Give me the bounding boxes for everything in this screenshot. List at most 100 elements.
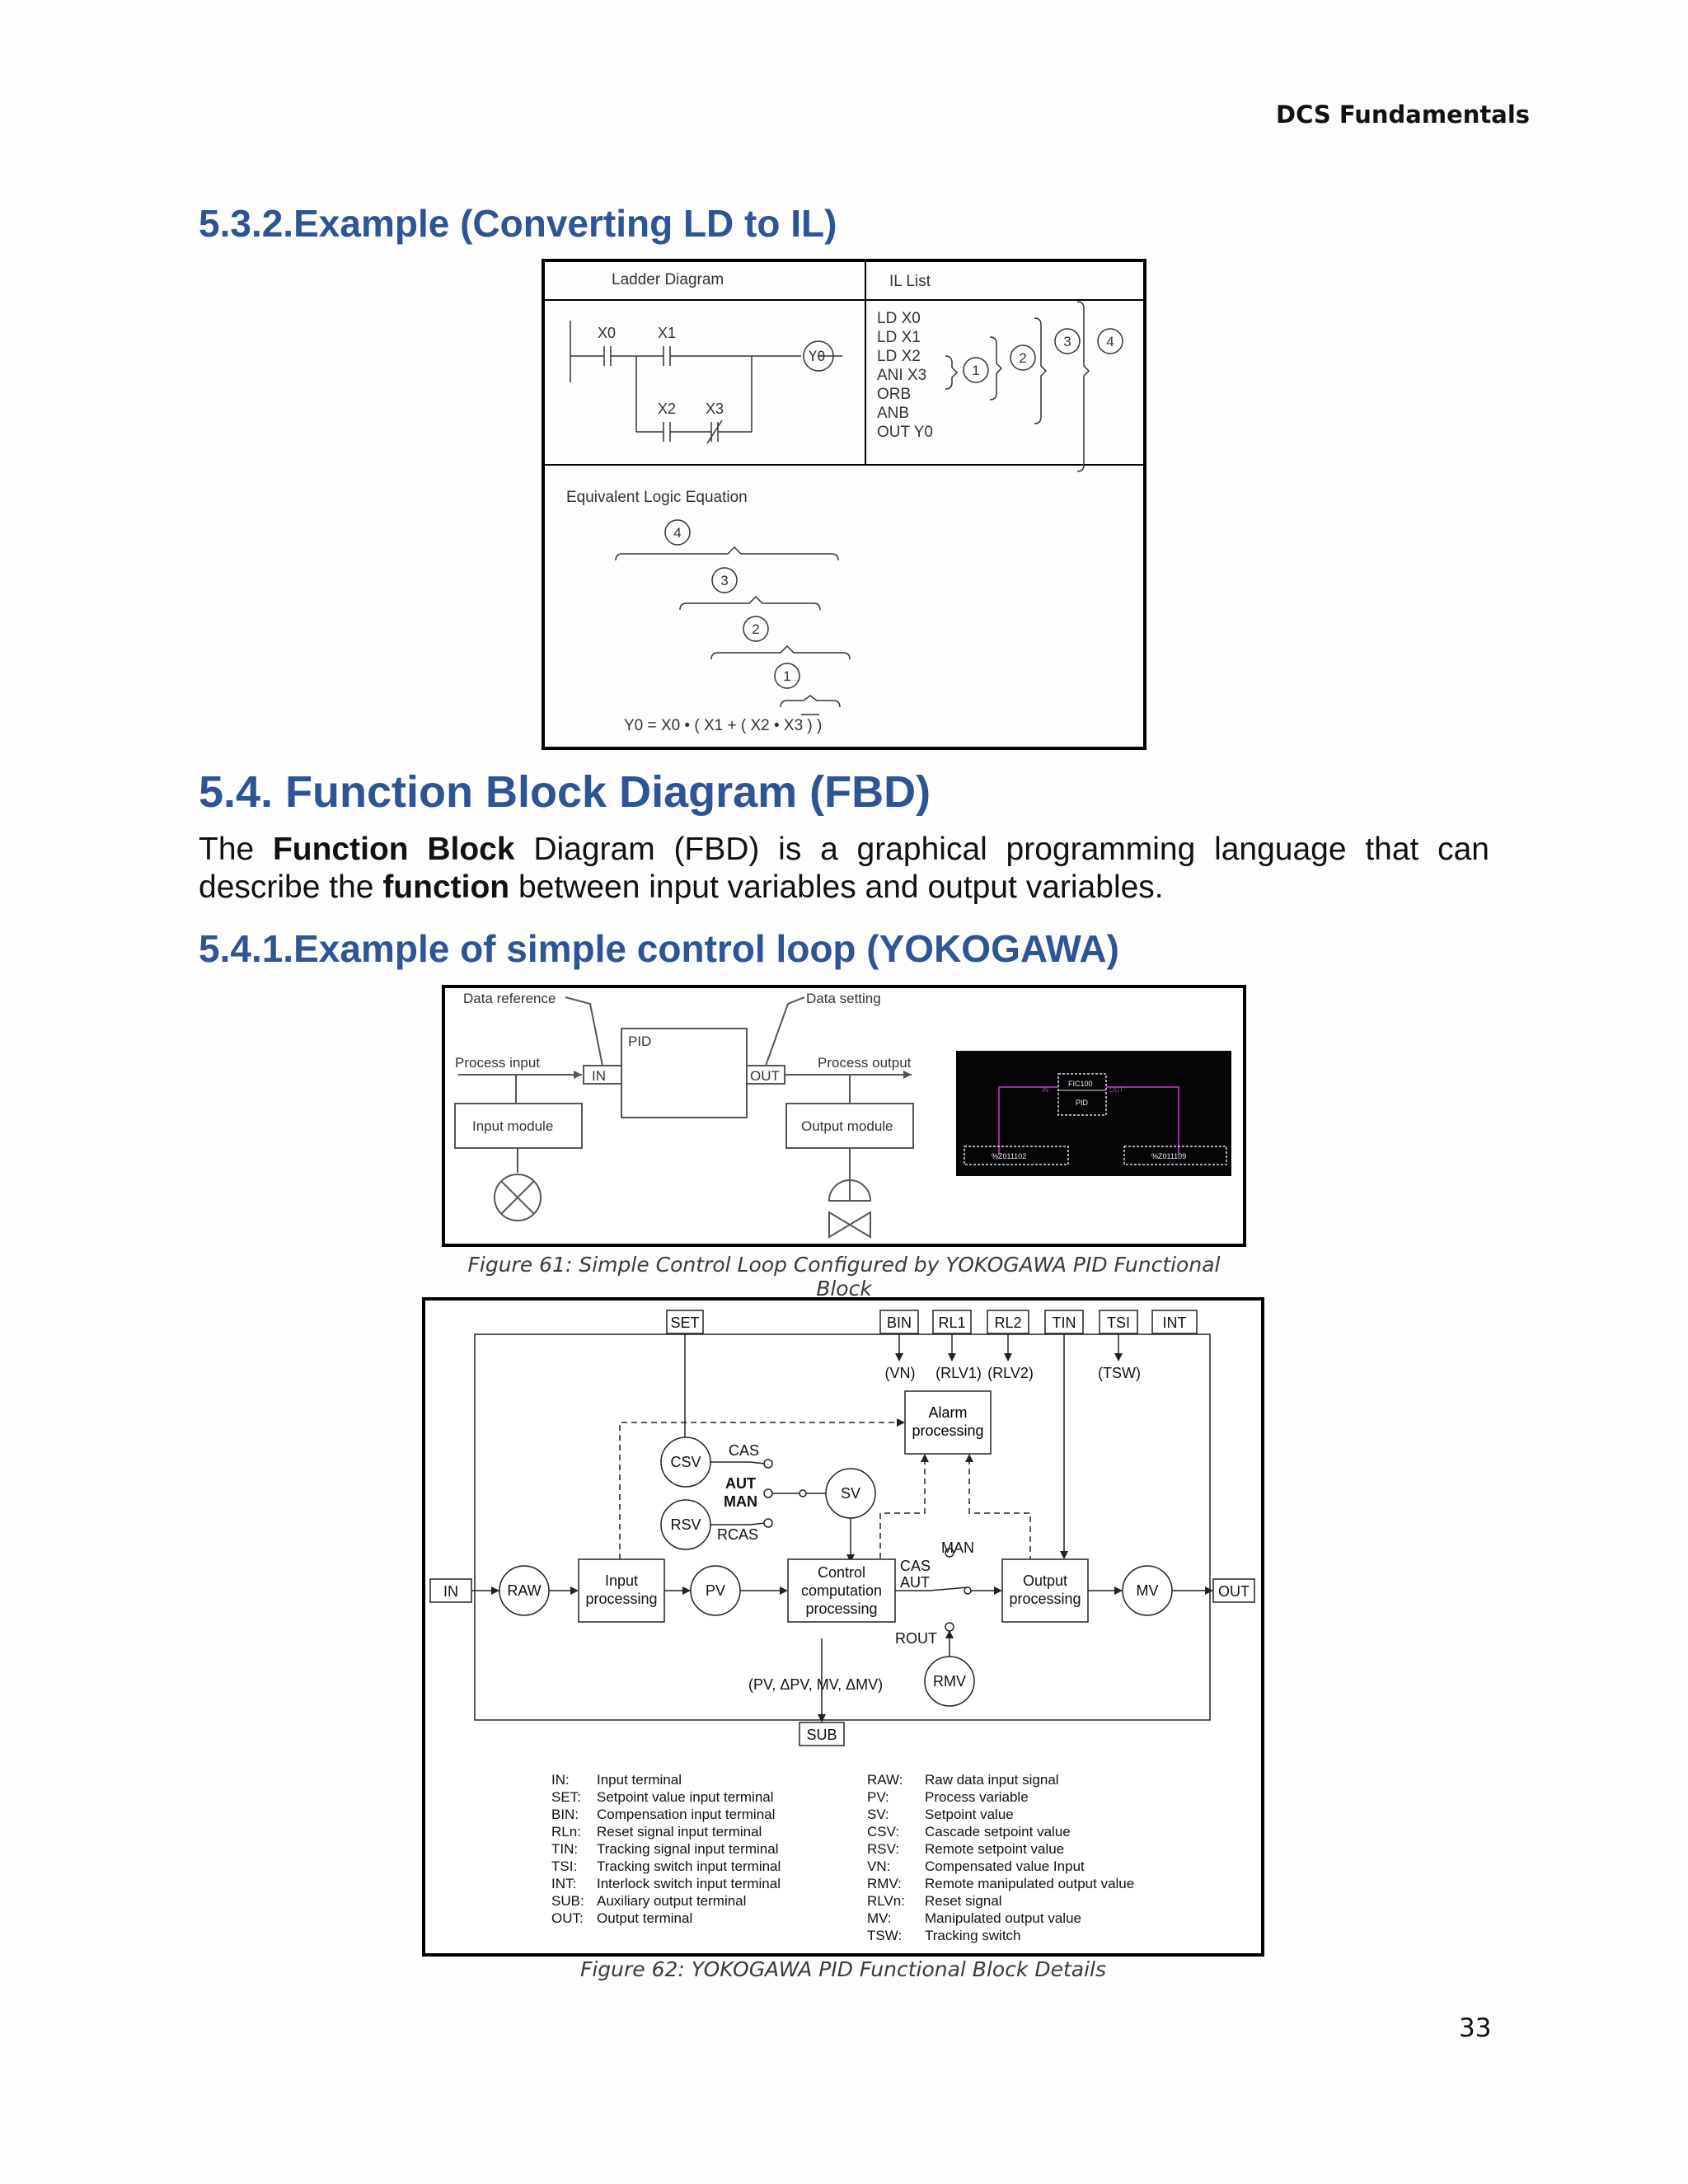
- sv-label: SV: [841, 1485, 860, 1502]
- terminal-bin-label: BIN: [887, 1315, 912, 1331]
- il-line-5: ORB: [877, 386, 911, 403]
- mv-label: MV: [1137, 1582, 1159, 1599]
- terminal-set-label: SET: [670, 1315, 699, 1331]
- control-label-2: computation: [801, 1582, 882, 1599]
- legend-left: IN:Input terminal SET:Setpoint value inp…: [551, 1772, 781, 1926]
- valve-body-symbol: [828, 1211, 871, 1239]
- input-module-label: Input module: [472, 1118, 553, 1134]
- screen-type-label: PID: [1076, 1099, 1089, 1107]
- control-label-3: processing: [805, 1601, 877, 1617]
- legend-left-key: SET:: [551, 1789, 581, 1805]
- switch-cas-label: CAS: [729, 1442, 759, 1459]
- terminal-rl2-label: RL2: [994, 1315, 1021, 1331]
- rmv-label: RMV: [933, 1673, 966, 1690]
- eq-marker-1: 1: [783, 668, 790, 684]
- legend-right-desc: Tracking switch: [925, 1928, 1021, 1943]
- engineering-screen: [956, 1051, 1231, 1176]
- legend-right-key: PV:: [867, 1789, 889, 1805]
- legend-left-desc: Compensation input terminal: [597, 1807, 775, 1822]
- equation-title: Equivalent Logic Equation: [566, 489, 748, 506]
- screen-left-io-label: %Z011102: [992, 1152, 1026, 1160]
- pv-label: PV: [706, 1582, 725, 1599]
- alarm-label-1: Alarm: [928, 1404, 967, 1421]
- terminal-rl2: [987, 1310, 1029, 1334]
- screen-out-label: OUT: [1109, 1086, 1123, 1094]
- switch-aut-label: AUT: [725, 1475, 756, 1492]
- data-reference-label: Data reference: [463, 991, 556, 1006]
- legend-right-key: RAW:: [867, 1772, 903, 1788]
- legend-right-desc: Reset signal: [925, 1893, 1002, 1909]
- terminal-set: [666, 1310, 704, 1334]
- il-line-1: LD X0: [877, 310, 921, 327]
- sub-signals: (PV, ΔPV, MV, ΔMV): [748, 1676, 883, 1693]
- screen-tag-label: FIC100: [1068, 1080, 1093, 1088]
- para-bold-function-block: Function Block: [272, 832, 515, 867]
- il-marker-1: 1: [972, 363, 979, 378]
- ld-col2-title: IL List: [889, 273, 931, 290]
- ladder-diagram-figure: Ladder Diagram IL List X0 X1 X2 X3 Y0 LD…: [542, 259, 1146, 750]
- legend-right-desc: Compensated value Input: [925, 1858, 1085, 1874]
- terminal-tsi: [1099, 1310, 1138, 1334]
- raw-label: RAW: [507, 1582, 541, 1599]
- contact-x1-label: X1: [658, 325, 676, 341]
- running-header: DCS Fundamentals: [1276, 101, 1531, 129]
- input-processing-label-1: Input: [605, 1572, 638, 1589]
- out-label: OUT: [750, 1068, 780, 1084]
- para-text-2: Diagram (FBD) is a graphical programming…: [199, 832, 1489, 905]
- valve-actuator-symbol: [828, 1179, 872, 1202]
- figure-61: Data reference Data setting PID Process …: [442, 985, 1246, 1247]
- signal-rlv1: (RLV1): [935, 1365, 982, 1381]
- il-line-6: ANB: [877, 405, 909, 422]
- legend-right-key: SV:: [867, 1807, 889, 1822]
- legend-left-desc: Interlock switch input terminal: [597, 1876, 781, 1891]
- output-switch-man: MAN: [941, 1540, 974, 1556]
- section-5-4-1-heading: 5.4.1.Example of simple control loop (YO…: [199, 927, 1119, 970]
- screen-right-io-label: %Z011109: [1151, 1152, 1186, 1160]
- signal-rlv2: (RLV2): [987, 1365, 1034, 1381]
- signal-tsw: (TSW): [1098, 1365, 1141, 1381]
- il-line-3: LD X2: [877, 348, 921, 365]
- output-module-label: Output module: [801, 1118, 893, 1134]
- legend-left-desc: Tracking switch input terminal: [597, 1858, 781, 1874]
- legend-left-desc: Output terminal: [597, 1910, 692, 1926]
- output-processing-box: [1001, 1558, 1089, 1623]
- output-switch-rout: ROUT: [895, 1630, 937, 1647]
- legend-left-key: OUT:: [551, 1910, 584, 1926]
- control-computation-box: [787, 1558, 896, 1623]
- legend-right-desc: Setpoint value: [925, 1807, 1014, 1822]
- il-line-2: LD X1: [877, 329, 921, 346]
- eq-marker-4: 4: [673, 525, 681, 541]
- terminal-rl1: [932, 1310, 972, 1334]
- eq-marker-2: 2: [752, 621, 759, 637]
- legend-left-desc: Auxiliary output terminal: [597, 1893, 746, 1909]
- legend-left-key: BIN:: [551, 1807, 579, 1822]
- output-switch-aut: AUT: [900, 1574, 930, 1591]
- legend-right: RAW:Raw data input signal PV:Process var…: [867, 1772, 1134, 1943]
- fbd-description: The Function Block Diagram (FBD) is a gr…: [199, 831, 1489, 907]
- para-bold-function: function: [382, 869, 510, 905]
- legend-right-desc: Remote manipulated output value: [925, 1876, 1134, 1891]
- alarm-label-2: processing: [912, 1422, 983, 1439]
- data-setting-label: Data setting: [806, 991, 881, 1006]
- section-5-4-heading: 5.4. Function Block Diagram (FBD): [199, 767, 931, 817]
- legend-right-desc: Cascade setpoint value: [925, 1824, 1071, 1840]
- legend-left-key: INT:: [551, 1876, 576, 1891]
- coil-y0-label: Y0: [809, 349, 825, 365]
- legend-left-key: SUB:: [551, 1893, 584, 1909]
- sensor-symbol: [494, 1174, 542, 1221]
- legend-left-key: TIN:: [551, 1841, 578, 1857]
- legend-left-desc: Tracking signal input terminal: [597, 1841, 778, 1857]
- signal-vn: (VN): [885, 1365, 916, 1381]
- legend-right-key: CSV:: [867, 1824, 899, 1840]
- terminal-sub-label: SUB: [806, 1727, 837, 1743]
- eq-marker-3: 3: [720, 573, 728, 588]
- input-processing-box: [578, 1558, 665, 1623]
- terminal-tsi-label: TSI: [1107, 1315, 1130, 1331]
- legend-right-key: VN:: [867, 1858, 890, 1874]
- control-label-1: Control: [818, 1564, 865, 1581]
- block-frame: [474, 1333, 1211, 1721]
- legend-left-key: TSI:: [551, 1858, 577, 1874]
- legend-right-desc: Manipulated output value: [925, 1910, 1081, 1926]
- para-text-1: The: [199, 832, 273, 867]
- terminal-int-label: INT: [1163, 1315, 1187, 1331]
